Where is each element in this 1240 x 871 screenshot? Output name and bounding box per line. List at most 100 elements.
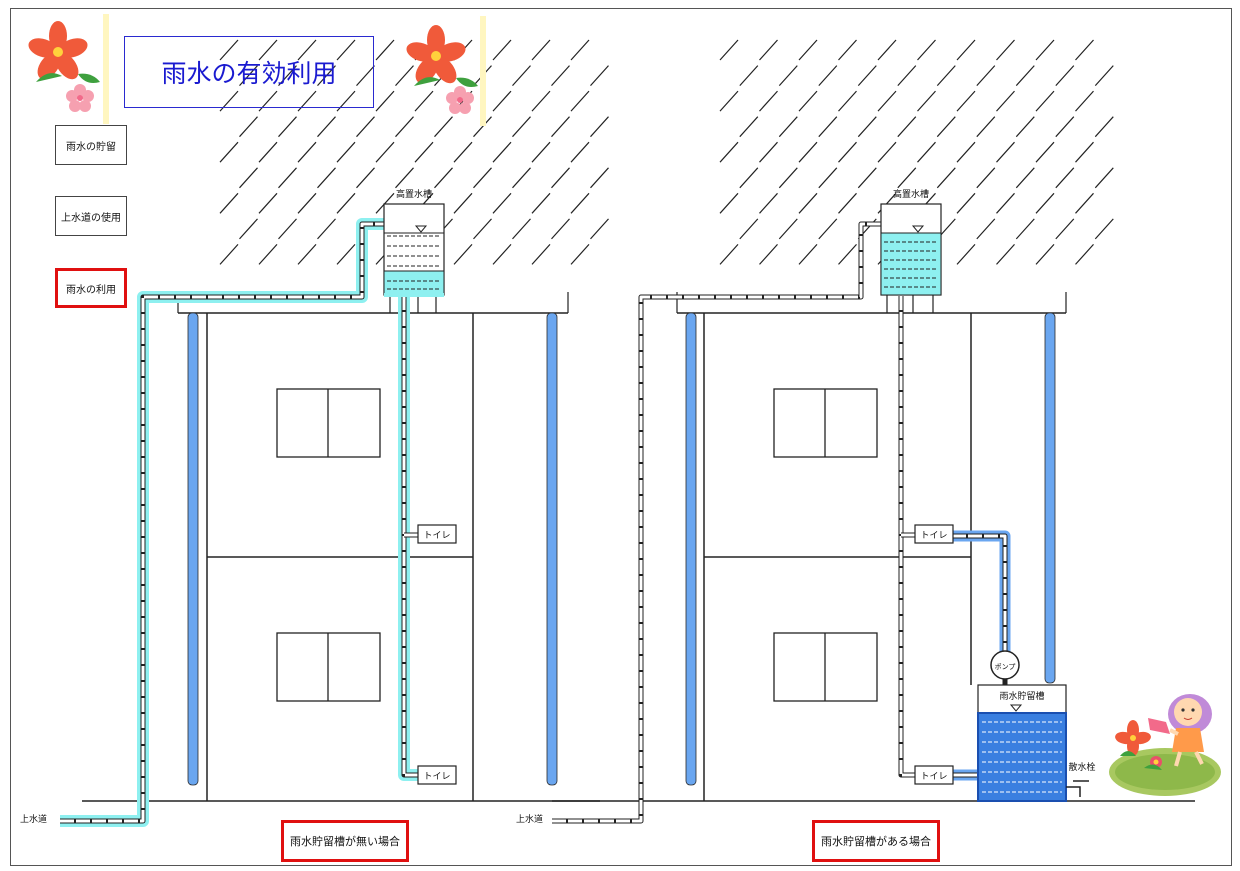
rain-streak [976, 167, 996, 189]
rain-streak [1035, 39, 1055, 61]
water-level-icon [1009, 704, 1023, 712]
rain-streak [739, 65, 759, 87]
left-elevated-tank-label: 高置水槽 [396, 188, 432, 200]
rain-streak [473, 167, 492, 189]
rain-streak [956, 141, 976, 163]
rain-streak [570, 243, 590, 265]
rain-streak [414, 141, 434, 163]
right-elevated-tank [880, 203, 942, 296]
rain-streak [239, 65, 258, 87]
rain-streak [570, 39, 590, 61]
rain-streak [818, 167, 838, 189]
right-toilet-upper: トイレ [914, 524, 954, 544]
rain-streak [778, 218, 798, 240]
rain-streak [570, 192, 590, 214]
rain-streak [719, 192, 739, 214]
storage-tank-label: 雨水貯留槽 [999, 690, 1044, 702]
rain-streak [1035, 243, 1055, 265]
rain-streak [936, 65, 956, 87]
rain-streak [219, 39, 239, 61]
toilet-label: トイレ [423, 531, 450, 541]
rain-streak [838, 141, 857, 163]
rain-streak [798, 192, 818, 214]
left-toilet-lower: トイレ [417, 765, 457, 785]
legend-rain-use: 雨水の利用 [55, 268, 127, 308]
rain-streak [278, 116, 297, 138]
right-building [552, 292, 1195, 802]
rain-streak [936, 167, 956, 189]
left-rain-downpipe-b [546, 312, 558, 786]
rain-streak [531, 90, 551, 112]
rain-streak [434, 116, 453, 138]
rainwater-supply-pipe [952, 530, 1011, 781]
rain-streak [492, 192, 512, 214]
rain-streak [453, 141, 473, 163]
left-caption: 雨水貯留槽が無い場合 [281, 820, 409, 862]
rain-streak [297, 141, 317, 163]
rain-streak [590, 167, 609, 189]
rain-streak [551, 167, 570, 189]
water-level-icon [414, 225, 428, 233]
rain-streak [719, 90, 739, 112]
rain-streak [739, 116, 759, 138]
rain-streak [996, 90, 1015, 112]
rain-streak [356, 167, 375, 189]
rain-streak [838, 90, 857, 112]
rain-streak [996, 192, 1015, 214]
right-elevated-tank-label: 高置水槽 [893, 188, 929, 200]
rain-streak [877, 141, 897, 163]
rain-streak [492, 243, 512, 265]
rain-streak [838, 39, 857, 61]
rain-streak [1055, 116, 1075, 138]
legend-tap-water: 上水道の使用 [55, 196, 127, 236]
rain-streak [996, 141, 1015, 163]
pump-label: ポンプ [995, 663, 1016, 671]
rain-streak [336, 243, 356, 265]
rain-streak [531, 141, 551, 163]
rain-streak [219, 141, 239, 163]
rain-streak [512, 65, 531, 87]
rain-streak [317, 116, 336, 138]
rain-streak [1035, 90, 1055, 112]
rain-streak [512, 116, 531, 138]
rain-streak [395, 167, 414, 189]
rain-streak [590, 65, 609, 87]
legend-storage: 雨水の貯留 [55, 125, 127, 165]
toilet-label: トイレ [423, 772, 450, 782]
rain-streak [531, 243, 551, 265]
rain-streak [1094, 116, 1114, 138]
rain-streak [759, 90, 778, 112]
toilet-label: トイレ [920, 531, 947, 541]
rain-streak [336, 39, 356, 61]
rain-streak [258, 39, 278, 61]
rain-streak [818, 116, 838, 138]
rain-streak [239, 116, 258, 138]
rain-streak [356, 116, 375, 138]
rain-streak [897, 167, 917, 189]
rain-storage-tank [977, 684, 1089, 802]
rain-streak [818, 65, 838, 87]
rain-streak [414, 90, 434, 112]
rain-streak [492, 90, 512, 112]
rain-streak [719, 39, 739, 61]
rain-streak [395, 65, 414, 87]
rain-streak [838, 243, 857, 265]
hibiscus-flower-icon-left [28, 14, 109, 124]
rain-streak [590, 116, 609, 138]
rain-streak [798, 243, 818, 265]
rain-streak [297, 192, 317, 214]
rain-streak [1015, 167, 1035, 189]
rain-streak [897, 65, 917, 87]
rain-streak [492, 141, 512, 163]
rain-streak [759, 39, 778, 61]
page-title: 雨水の有効利用 [124, 36, 374, 108]
rain-streak [759, 192, 778, 214]
rain-streak [818, 218, 838, 240]
rain-streak [375, 90, 395, 112]
rain-streak [512, 218, 531, 240]
rain-streak [759, 243, 778, 265]
rain-streak [1075, 90, 1094, 112]
left-building [82, 292, 600, 802]
rain-streak [798, 141, 818, 163]
rain-streak [258, 192, 278, 214]
